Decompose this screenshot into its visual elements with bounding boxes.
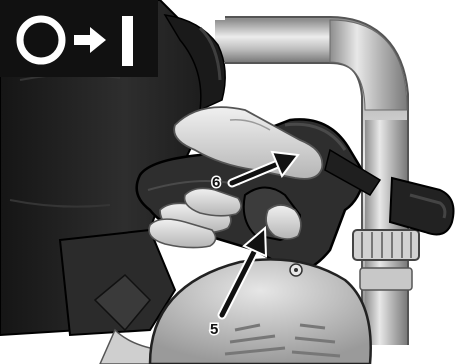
callout-label-5: 5 — [210, 321, 218, 338]
pipe-clamp — [353, 230, 419, 290]
callout-label-6: 6 — [212, 174, 220, 191]
on-bar-icon — [122, 16, 133, 66]
off-to-on-badge — [0, 0, 158, 77]
